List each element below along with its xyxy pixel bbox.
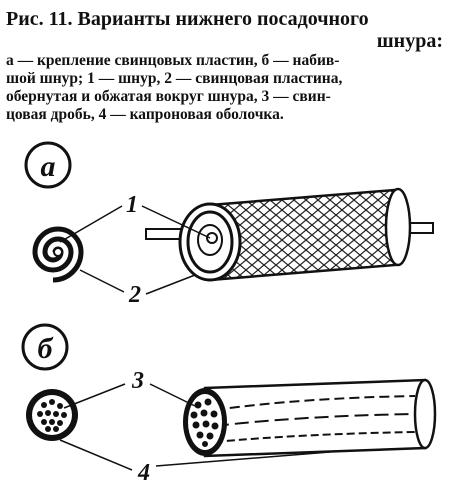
part-b-marker: б [21, 323, 69, 371]
caption-line-3: обернутая и обжатая вокруг шнура, 3 — св… [6, 88, 331, 105]
figure-caption: а — крепление свинцовых пластин, б — наб… [6, 52, 443, 124]
caption-line-4: цовая дробь, 4 — капроновая оболочка. [6, 106, 284, 123]
figure-title: Рис. 11. Варианты нижнего посадочного шн… [6, 8, 443, 52]
callout-1: 1 [126, 192, 138, 218]
callouts-a: 1 2 [59, 192, 211, 308]
figure-title-line-2: шнура: [376, 30, 443, 52]
caption-line-1: а — крепление свинцовых пластин, б — наб… [6, 52, 340, 69]
cross-section-b [26, 389, 78, 441]
figure-title-line-1: Рис. 11. Варианты нижнего посадочного [6, 8, 369, 30]
callouts-b: 3 4 [59, 368, 331, 486]
cross-section-a [32, 226, 84, 283]
part-a-label: а [41, 150, 56, 183]
part-b-label: б [38, 332, 54, 365]
callout-4: 4 [137, 460, 150, 486]
part-a-marker: а [24, 141, 72, 189]
caption-line-2: шой шнур; 1 — шнур, 2 — свинцовая пласти… [6, 70, 343, 87]
shot-filled-cord [183, 378, 437, 458]
callout-3: 3 [131, 368, 144, 394]
illustration: а 1 2 б [21, 141, 437, 486]
cord-with-lead-plates [145, 187, 434, 282]
callout-2: 2 [128, 282, 141, 308]
